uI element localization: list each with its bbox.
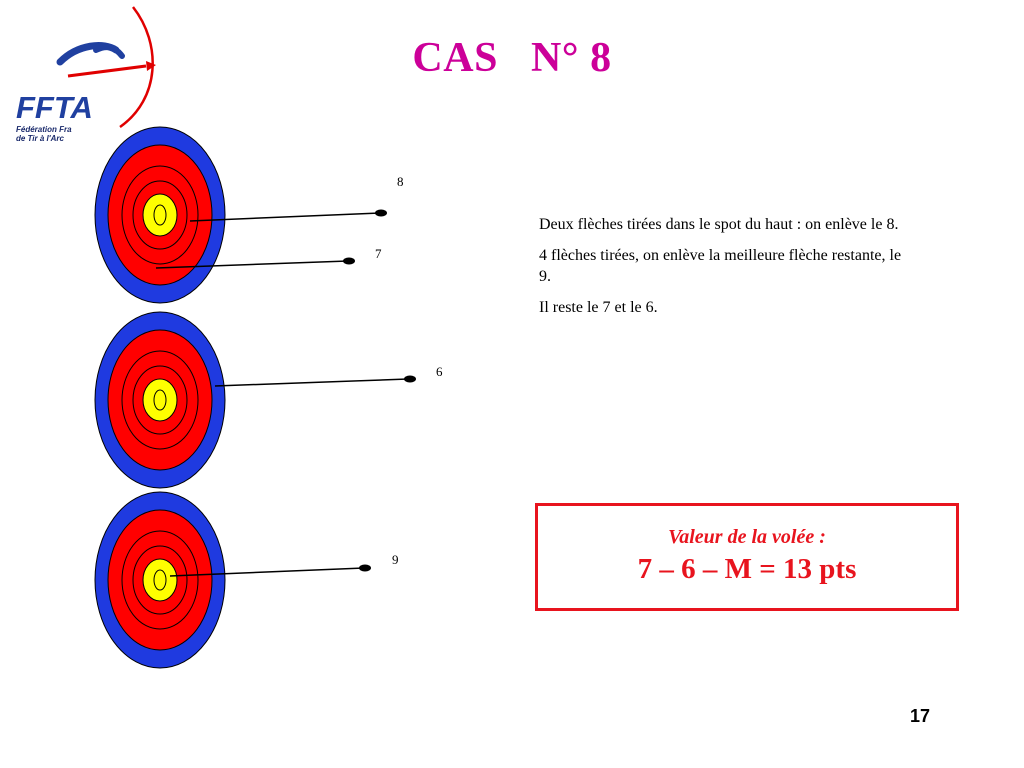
arrow-9 xyxy=(169,564,371,577)
result-title: Valeur de la volée : xyxy=(668,526,826,548)
arrow-6 xyxy=(214,375,416,387)
target-middle xyxy=(94,311,226,489)
ffta-bow-logo-icon: FFTA xyxy=(16,6,156,129)
arrow-7 xyxy=(155,257,355,269)
explanation-text: Deux flèches tirées dans le spot du haut… xyxy=(539,214,914,328)
arrow-label-7: 7 xyxy=(375,246,382,261)
arrow-label-6: 6 xyxy=(436,364,443,379)
arrow-label-8: 8 xyxy=(397,174,404,189)
result-box: Valeur de la volée : 7 – 6 – M = 13 pts xyxy=(535,503,959,611)
explanation-paragraph-2: 4 flèches tirées, on enlève la meilleure… xyxy=(539,247,902,285)
arrow-8 xyxy=(189,209,387,222)
logo-subtitle: Fédération Fra de Tir à l'Arc xyxy=(16,125,136,143)
target-top xyxy=(94,126,226,304)
logo-wordmark: FFTA xyxy=(16,90,93,125)
slide-title: CAS N° 8 xyxy=(412,35,612,81)
result-value: 7 – 6 – M = 13 pts xyxy=(637,553,857,585)
explanation-paragraph-3: Il reste le 7 et le 6. xyxy=(539,299,658,316)
logo-subtitle-line-1: Fédération Fra xyxy=(16,125,72,134)
logo-subtitle-line-2: de Tir à l'Arc xyxy=(16,134,64,143)
explanation-paragraph-1: Deux flèches tirées dans le spot du haut… xyxy=(539,216,899,233)
arrow-label-9: 9 xyxy=(392,552,399,567)
ffta-logo: FFTA Fédération Fra de Tir à l'Arc xyxy=(12,4,162,144)
page-number: 17 xyxy=(910,706,931,726)
target-bottom xyxy=(94,491,226,669)
